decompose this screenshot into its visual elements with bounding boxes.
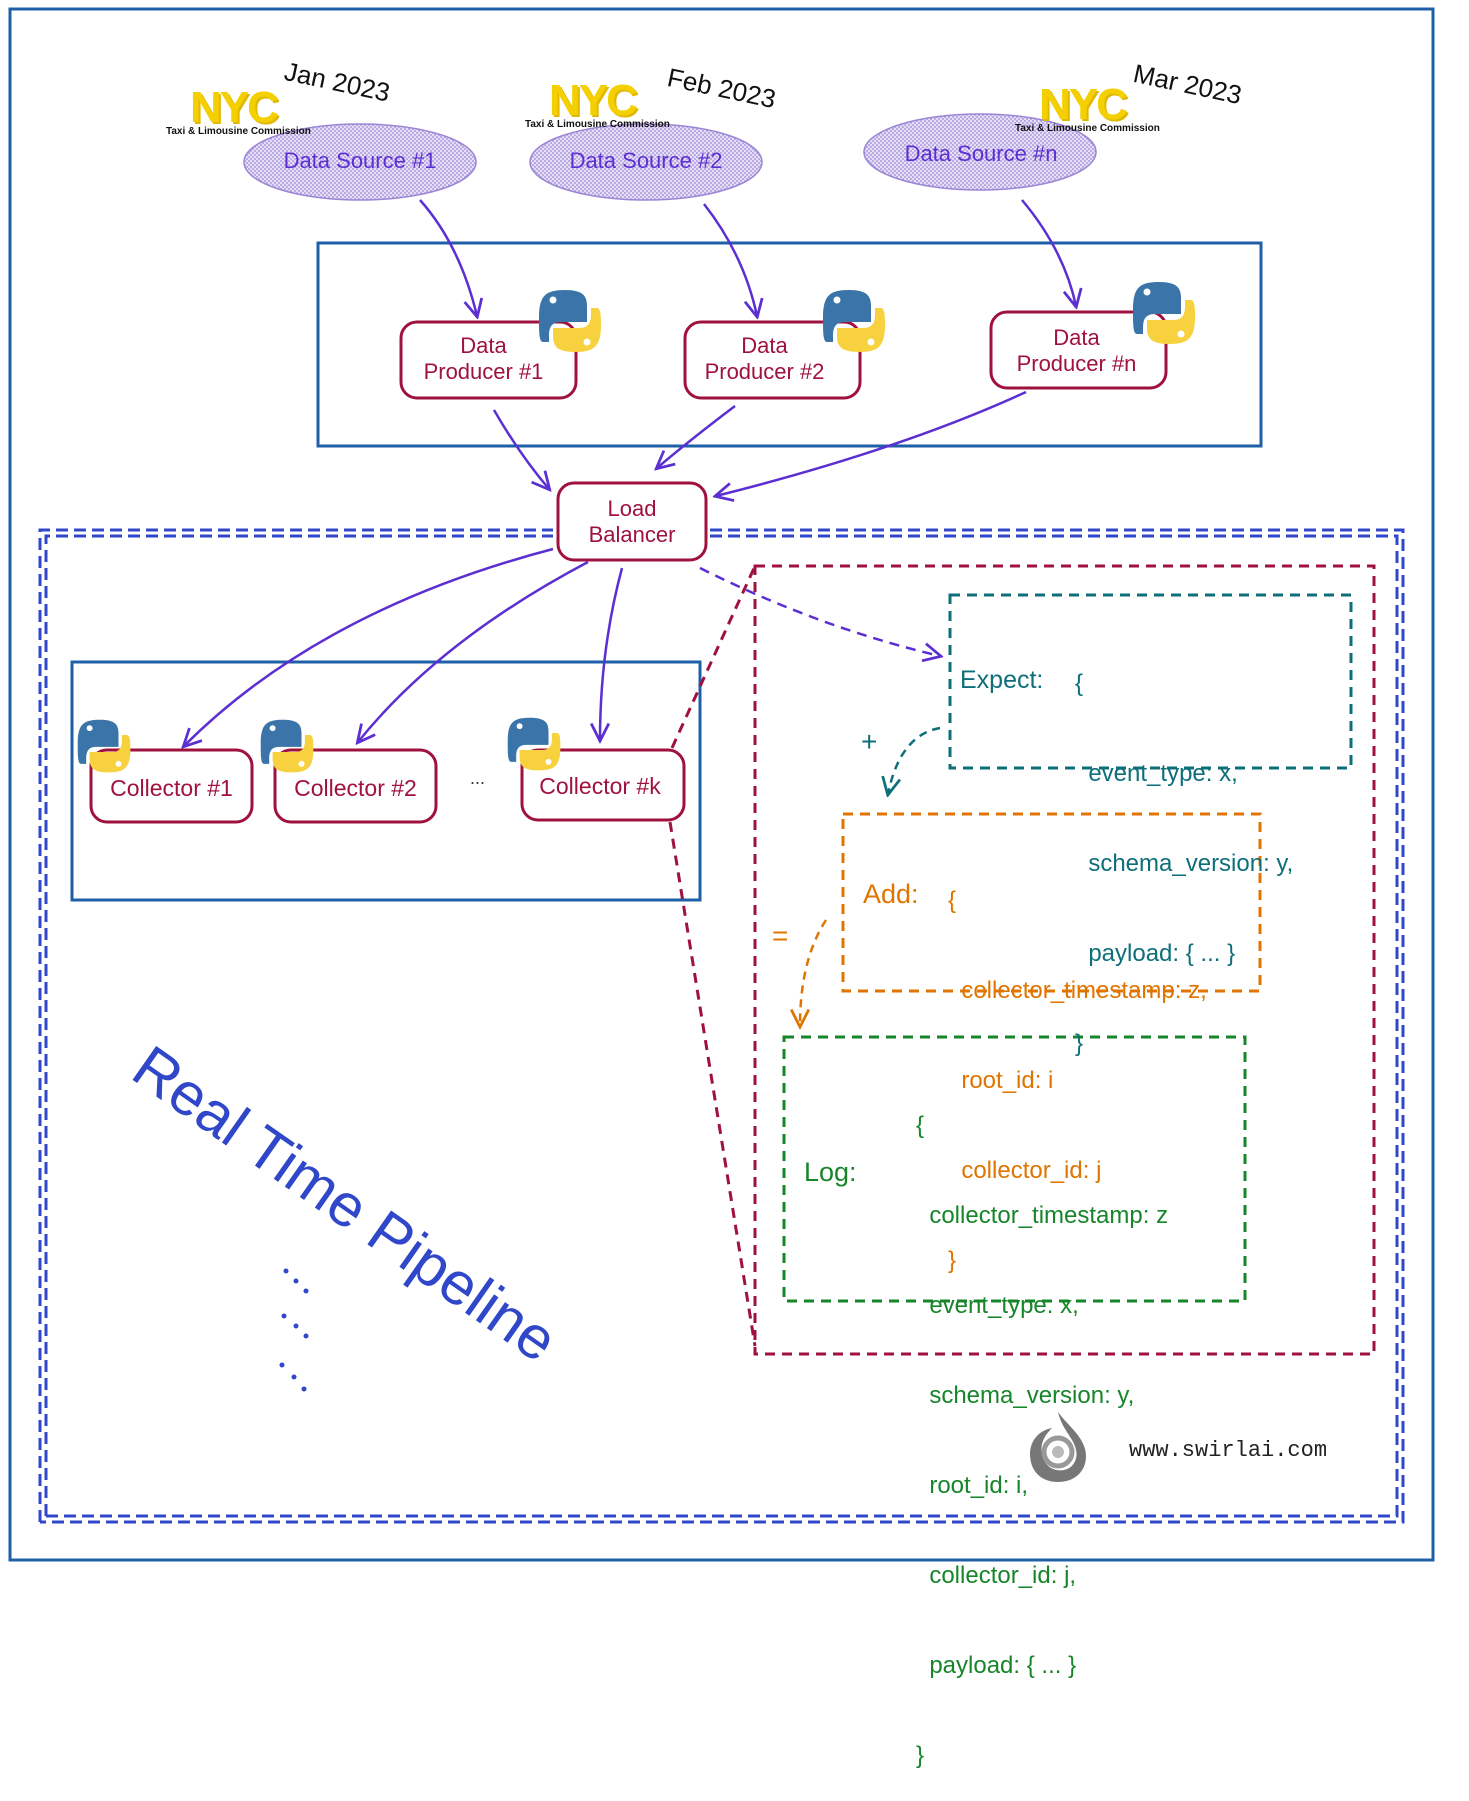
producer-line: Data xyxy=(741,333,788,358)
log-label: Log: xyxy=(804,1157,857,1187)
equals-operator: = xyxy=(772,920,789,951)
producer-line: Data xyxy=(460,333,507,358)
code-line: collector_id: j xyxy=(948,1157,1102,1184)
data-producer-1-box xyxy=(399,320,578,400)
python-icon xyxy=(77,719,131,773)
collector-frame xyxy=(70,660,702,902)
arrow-source2-producer2 xyxy=(703,203,757,316)
collector-ellipsis: ... xyxy=(470,768,486,788)
nyc-logo: NYC xyxy=(1039,80,1128,129)
data-source-2-ellipse xyxy=(529,123,763,201)
data-source-1-label: Data Source #1 xyxy=(283,148,437,173)
arrow-add-log xyxy=(800,919,828,1026)
code-line: } xyxy=(916,1742,925,1769)
python-icon xyxy=(260,719,314,773)
arrow-sourcen-producern xyxy=(1021,199,1076,306)
log-box xyxy=(782,1035,1247,1303)
arrow-source1-producer1 xyxy=(419,199,477,316)
code-line: schema_version: y, xyxy=(1075,850,1294,877)
collector-k-box xyxy=(520,748,686,822)
producer-line: Data xyxy=(1053,325,1100,350)
add-fields: { collector_timestamp: z, root_id: i col… xyxy=(948,826,1207,1306)
producer-line: Producer #1 xyxy=(423,359,544,384)
arrow-expect-add xyxy=(888,726,941,794)
expect-box xyxy=(948,593,1353,770)
data-source-1-ellipse xyxy=(243,123,477,201)
load-balancer-box xyxy=(556,481,708,562)
log-fields: { collector_timestamp: z event_type: x, … xyxy=(916,1051,1168,1801)
load-balancer-line: Balancer xyxy=(588,522,676,547)
arrow-producer1-lb xyxy=(492,409,549,489)
code-line: root_id: i, xyxy=(916,1472,1029,1499)
code-line: collector_timestamp: z, xyxy=(948,977,1207,1004)
code-line: } xyxy=(1075,1030,1084,1057)
code-line: } xyxy=(948,1247,957,1274)
collector-detail-callout xyxy=(668,564,1376,1356)
collector-1-box xyxy=(89,748,254,824)
outer-frame xyxy=(8,7,1435,1562)
code-line: payload: { ... } xyxy=(1075,940,1236,967)
expect-label: Expect: xyxy=(960,666,1044,694)
arrow-producer2-lb xyxy=(657,405,736,468)
data-source-n-label: Data Source #n xyxy=(904,141,1058,166)
arrow-producern-lb xyxy=(716,390,1027,496)
data-source-2-label: Data Source #2 xyxy=(569,148,723,173)
nyc-logo: NYC xyxy=(549,76,638,125)
data-producer-n-box xyxy=(989,310,1168,390)
producer-line: Producer #2 xyxy=(704,359,825,384)
add-box xyxy=(841,812,1262,993)
collector-2-label: Collector #2 xyxy=(294,775,417,801)
nyc-logo-subtitle: Taxi & Limousine Commission xyxy=(166,126,311,137)
diagram-svg xyxy=(8,7,1435,1562)
arrow-lb-expect xyxy=(699,566,940,656)
code-line: root_id: i xyxy=(948,1067,1054,1094)
code-line: payload: { ... } xyxy=(916,1652,1077,1679)
producer-line: Producer #n xyxy=(1016,351,1137,376)
add-label: Add: xyxy=(863,879,919,909)
load-balancer-label: Load Balancer xyxy=(558,496,706,548)
data-producer-2-box xyxy=(683,320,862,400)
code-line: event_type: x, xyxy=(1075,760,1238,787)
collector-2-box xyxy=(273,748,438,824)
code-line: collector_timestamp: z xyxy=(916,1202,1169,1229)
expect-schema: { event_type: x, schema_version: y, payl… xyxy=(1075,609,1293,1089)
arrow-lb-collector1 xyxy=(184,547,554,746)
diagram-canvas: Jan 2023 Feb 2023 Mar 2023 NYC Taxi & Li… xyxy=(8,7,1435,1769)
code-line: { xyxy=(1075,670,1084,697)
data-producer-2-label: Data Producer #2 xyxy=(682,333,847,385)
code-line: schema_version: y, xyxy=(916,1382,1135,1409)
producer-frame xyxy=(316,241,1263,448)
swirlai-watermark: www.swirlai.com xyxy=(1129,1438,1328,1463)
code-line: event_type: x, xyxy=(916,1292,1079,1319)
nyc-logo-subtitle: Taxi & Limousine Commission xyxy=(1015,123,1160,134)
python-icon xyxy=(507,717,561,771)
collector-k-label: Collector #k xyxy=(539,773,661,799)
arrow-lb-collectork xyxy=(600,567,624,740)
data-source-n-ellipse xyxy=(863,113,1097,191)
nyc-logo: NYC xyxy=(190,83,279,132)
code-line: { xyxy=(916,1112,925,1139)
load-balancer-line: Load xyxy=(607,496,657,521)
plus-operator: + xyxy=(861,726,878,757)
swirlai-logo-icon xyxy=(1030,1412,1086,1482)
collector-1-label: Collector #1 xyxy=(110,775,233,801)
pipeline-frame xyxy=(38,528,1405,1524)
data-producer-1-label: Data Producer #1 xyxy=(401,333,566,385)
arrow-lb-collector2 xyxy=(358,560,589,742)
nyc-logo-subtitle: Taxi & Limousine Commission xyxy=(525,119,670,130)
data-producer-n-label: Data Producer #n xyxy=(994,325,1159,377)
code-line: collector_id: j, xyxy=(916,1562,1077,1589)
code-line: { xyxy=(948,887,957,914)
more-pipeline-ellipsis xyxy=(279,1268,309,1392)
